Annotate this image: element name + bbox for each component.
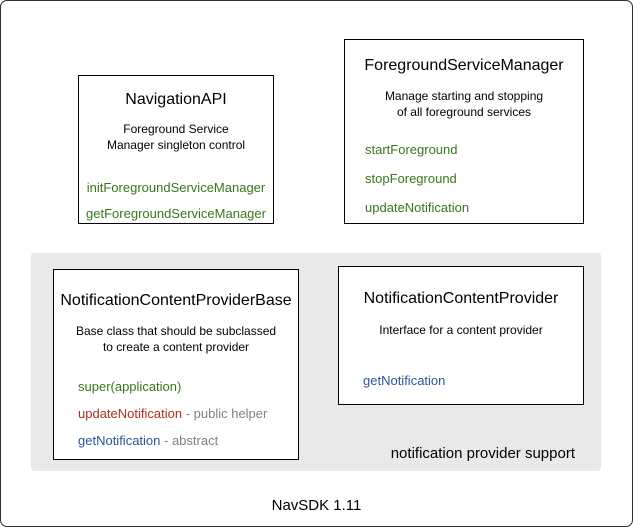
class-title: NavigationAPI xyxy=(125,91,227,108)
class-box-notification-content-provider: NotificationContentProvider Interface fo… xyxy=(338,266,584,405)
method-suffix: - public helper xyxy=(182,406,268,421)
class-title: ForegroundServiceManager xyxy=(364,57,564,74)
method-list: initForegroundServiceManager getForegrou… xyxy=(79,180,273,221)
class-box-foreground-service-manager: ForegroundServiceManager Manage starting… xyxy=(344,39,584,224)
class-box-navigation-api: NavigationAPI Foreground Service Manager… xyxy=(78,75,274,224)
class-description: Interface for a content provider xyxy=(339,322,583,338)
method-row: updateNotification - public helper xyxy=(78,406,298,421)
method-suffix: - abstract xyxy=(160,433,219,448)
description-line: of all foreground services xyxy=(396,105,532,119)
method-name: getNotification xyxy=(363,373,446,388)
method-name: getNotification xyxy=(78,433,161,448)
class-title: NotificationContentProviderBase xyxy=(60,292,292,309)
method-name: updateNotification xyxy=(365,200,470,215)
method-row: getNotification - abstract xyxy=(78,433,298,448)
notification-provider-panel: NotificationContentProviderBase Base cla… xyxy=(31,253,601,471)
method-name: getForegroundServiceManager xyxy=(86,206,266,221)
description-line: Foreground Service xyxy=(123,122,229,136)
class-description: Manage starting and stopping of all fore… xyxy=(345,88,583,120)
description-line: Interface for a content provider xyxy=(379,323,543,337)
method-row: super(application) xyxy=(78,379,298,394)
description-line: Manager singleton control xyxy=(106,138,246,152)
method-list: getNotification xyxy=(339,373,583,388)
description-line: Base class that should be subclassed xyxy=(75,324,277,338)
class-box-notification-content-provider-base: NotificationContentProviderBase Base cla… xyxy=(53,269,299,460)
method-name: initForegroundServiceManager xyxy=(86,180,266,195)
method-name: stopForeground xyxy=(365,171,457,186)
method-name: updateNotification xyxy=(78,406,183,421)
class-description: Base class that should be subclassed to … xyxy=(54,323,298,355)
description-line: to create a content provider xyxy=(102,340,250,354)
class-title: NotificationContentProvider xyxy=(363,290,559,307)
method-list: startForeground stopForeground updateNot… xyxy=(345,142,583,215)
description-line: Manage starting and stopping xyxy=(384,89,544,103)
method-name: super(application) xyxy=(78,379,182,394)
panel-label: notification provider support xyxy=(390,445,575,462)
sdk-version-label: NavSDK 1.11 xyxy=(271,497,362,514)
class-description: Foreground Service Manager singleton con… xyxy=(79,121,273,153)
method-list: super(application) updateNotification - … xyxy=(54,379,298,448)
method-name: startForeground xyxy=(365,142,458,157)
